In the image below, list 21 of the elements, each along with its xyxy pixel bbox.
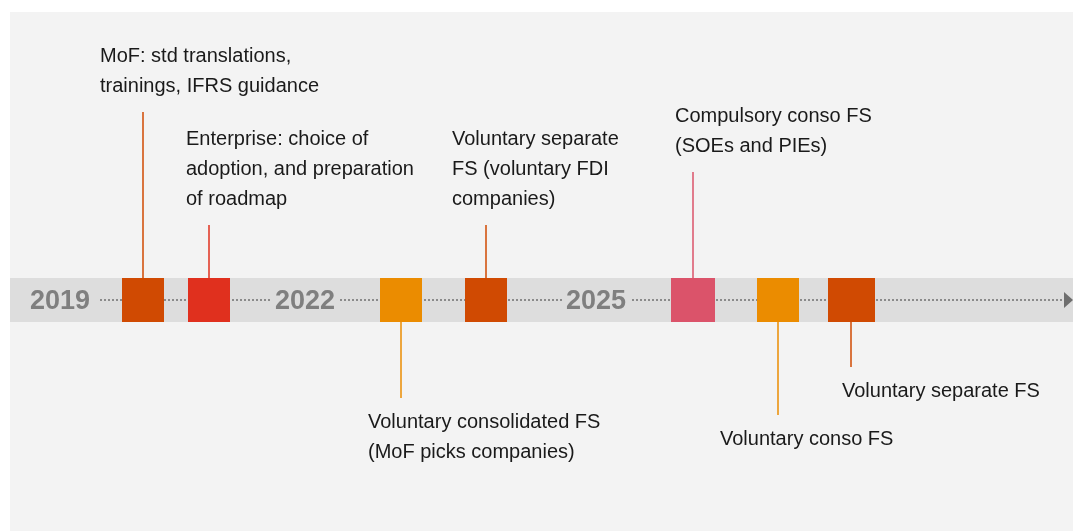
milestone-label: Voluntary separate FS (voluntary FDI companies) xyxy=(452,126,620,211)
milestone-square xyxy=(188,278,230,322)
milestone-square xyxy=(122,278,164,322)
milestone-square xyxy=(671,278,715,322)
milestone-square xyxy=(757,278,799,322)
milestone-square xyxy=(828,278,875,322)
milestone-label: Voluntary separate FS xyxy=(842,378,1041,403)
milestone-label: Enterprise: choice of adoption, and preparation of roadmap xyxy=(186,126,415,211)
milestone-label: MoF: std translations, trainings, IFRS guidance xyxy=(100,43,320,98)
leader-line xyxy=(777,321,779,416)
milestone-label: Voluntary conso FS xyxy=(720,426,895,451)
leader-line xyxy=(142,111,144,279)
leader-line xyxy=(692,171,694,279)
leader-line xyxy=(850,321,852,368)
milestone-label: Voluntary consolidated FS (MoF picks companies) xyxy=(368,409,602,464)
leader-line xyxy=(485,224,487,279)
milestone-label: Compulsory conso FS (SOEs and PIEs) xyxy=(675,103,873,158)
leader-line xyxy=(400,321,402,399)
milestone-square xyxy=(380,278,422,322)
leader-line xyxy=(208,224,210,279)
milestone-square xyxy=(465,278,507,322)
